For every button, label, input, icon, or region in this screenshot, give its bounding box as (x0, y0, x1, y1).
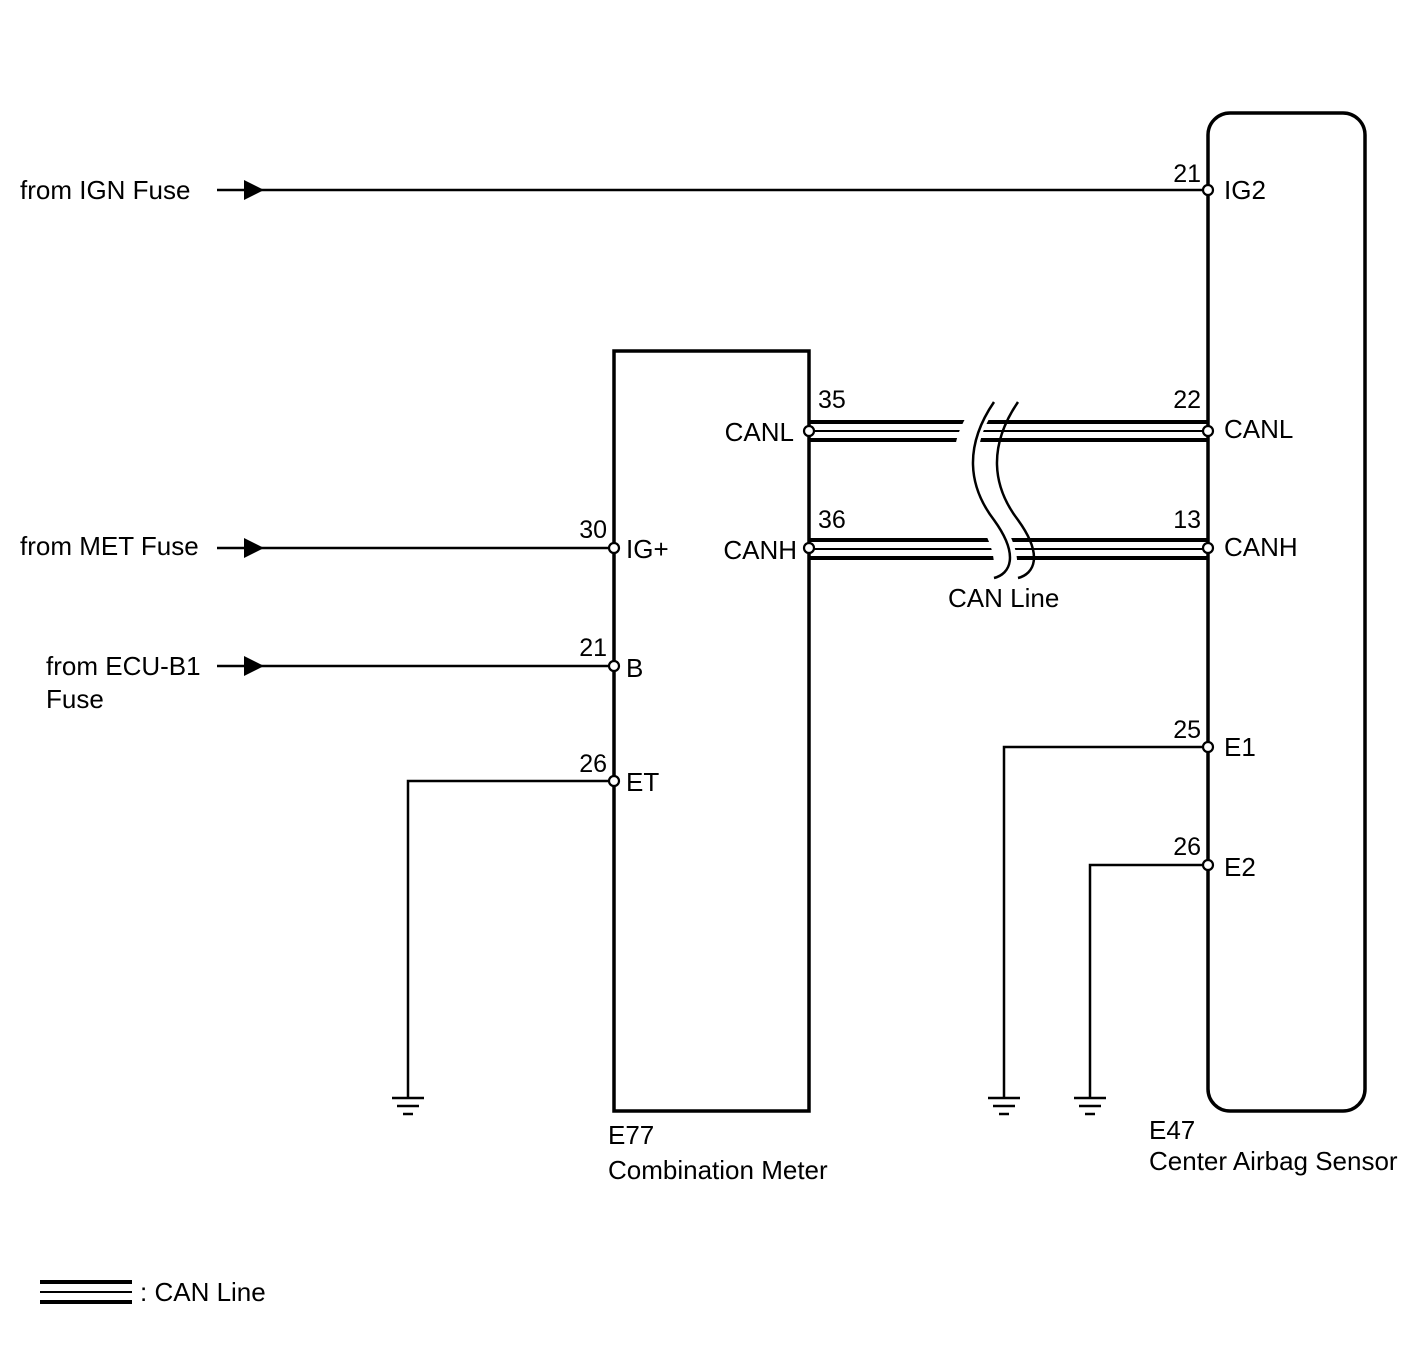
pin-number-et: 26 (579, 750, 607, 778)
ign-fuse-wire (217, 180, 1208, 200)
pin-label-meter-canh: CANH (723, 535, 797, 565)
e2-ground-wire (1074, 863, 1208, 1116)
ign-fuse-label: from IGN Fuse (20, 175, 190, 205)
sensor-code: E47 (1149, 1115, 1195, 1145)
ecu-b1-fuse-label-line2: Fuse (46, 684, 104, 714)
can-line-legend-swatch (40, 1280, 132, 1304)
ecu-b1-fuse-label-line1: from ECU-B1 (46, 651, 201, 681)
pin-number-igp: 30 (579, 516, 607, 544)
terminal-et (607, 774, 621, 788)
terminal-meter-canh (802, 541, 816, 555)
pin-label-et: ET (626, 767, 659, 797)
et-ground-wire (392, 779, 614, 1116)
pin-number-ig2: 21 (1173, 160, 1201, 188)
pin-label-meter-canl: CANL (725, 417, 794, 447)
pin-number-b: 21 (579, 634, 607, 662)
pin-number-meter-canh: 36 (818, 506, 846, 534)
pin-label-sensor-canl: CANL (1224, 414, 1293, 444)
pin-label-b: B (626, 653, 643, 683)
terminal-meter-canl (802, 424, 816, 438)
pin-label-e2: E2 (1224, 852, 1256, 882)
meter-name: Combination Meter (608, 1155, 828, 1185)
pin-label-sensor-canh: CANH (1224, 532, 1298, 562)
pin-label-e1: E1 (1224, 732, 1256, 762)
terminal-sensor-canl (1201, 424, 1215, 438)
pin-number-sensor-canl: 22 (1173, 386, 1201, 414)
sensor-name: Center Airbag Sensor (1149, 1146, 1398, 1176)
legend: : CAN Line (40, 1277, 266, 1307)
terminal-e2 (1201, 858, 1215, 872)
terminal-e1 (1201, 740, 1215, 754)
pin-label-igp: IG+ (626, 534, 669, 564)
can-line-label: CAN Line (948, 583, 1059, 613)
ground-icon (988, 1096, 1020, 1116)
canl-bus (809, 420, 1208, 442)
terminal-b (607, 659, 621, 673)
legend-label: : CAN Line (140, 1277, 266, 1307)
meter-code: E77 (608, 1120, 654, 1150)
pin-number-e1: 25 (1173, 716, 1201, 744)
pin-number-e2: 26 (1173, 833, 1201, 861)
arrow-icon (244, 538, 264, 558)
met-fuse-wire (217, 538, 614, 558)
e1-ground-wire (988, 745, 1208, 1116)
ecu-b1-fuse-wire (217, 656, 614, 676)
pin-label-ig2: IG2 (1224, 175, 1266, 205)
ground-icon (392, 1096, 424, 1116)
terminal-igp (607, 541, 621, 555)
terminal-ig2 (1201, 183, 1215, 197)
arrow-icon (244, 656, 264, 676)
met-fuse-label: from MET Fuse (20, 531, 199, 561)
wire-break-mark (954, 401, 1036, 580)
combination-meter-box (612, 349, 811, 1113)
center-airbag-sensor-box (1206, 111, 1367, 1113)
ground-icon (1074, 1096, 1106, 1116)
pin-number-meter-canl: 35 (818, 386, 846, 414)
pin-number-sensor-canh: 13 (1173, 506, 1201, 534)
terminal-sensor-canh (1201, 541, 1215, 555)
arrow-icon (244, 180, 264, 200)
